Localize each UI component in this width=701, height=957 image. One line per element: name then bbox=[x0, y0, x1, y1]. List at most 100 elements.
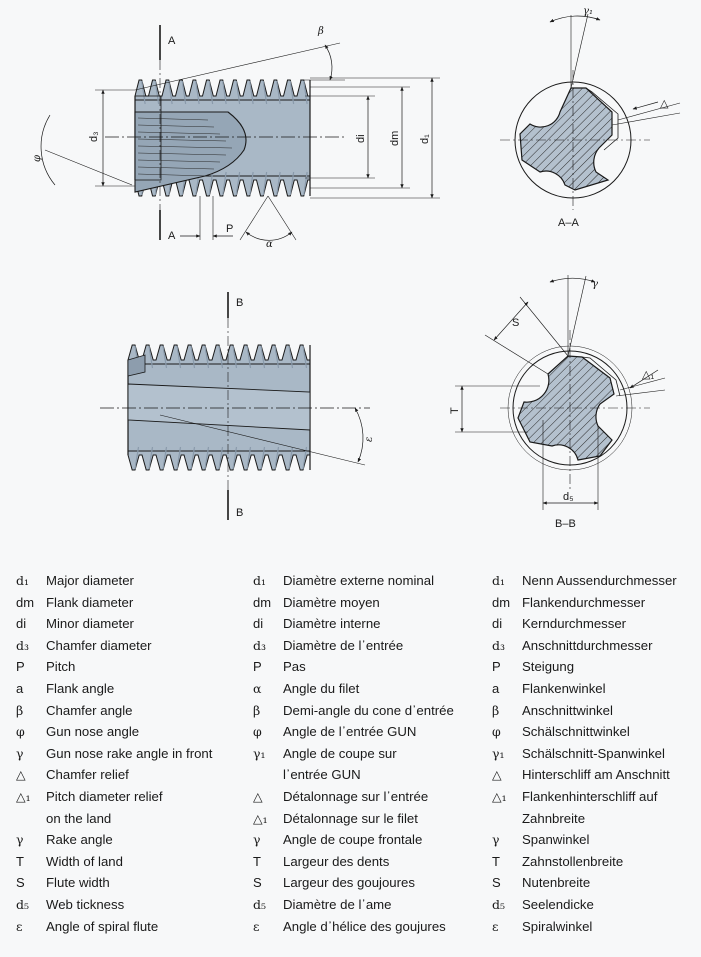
legend-text: Web tickness bbox=[46, 896, 125, 912]
label-alpha: α bbox=[266, 239, 273, 250]
legend-text: Spiralwinkel bbox=[522, 918, 593, 934]
label-p: P bbox=[226, 223, 233, 235]
legend-text: on the land bbox=[46, 810, 112, 826]
tap-side-view-b: B B ε bbox=[100, 292, 375, 520]
legend-text: Seelendicke bbox=[522, 896, 594, 912]
section-label-b-bottom: B bbox=[236, 507, 243, 519]
label-beta: β bbox=[317, 26, 324, 37]
label-delta: △ bbox=[660, 98, 669, 110]
legend-text: Angle de coupe frontale bbox=[283, 832, 423, 848]
legend-symbol: d₅ bbox=[16, 896, 30, 912]
legend-text: Largeur des dents bbox=[283, 853, 390, 869]
legend-text: Zahnbreite bbox=[522, 810, 586, 826]
legend-symbol bbox=[253, 764, 283, 786]
legend-text: Pas bbox=[283, 659, 306, 675]
legend-symbol: β bbox=[253, 702, 261, 718]
legend-text: Pitch diameter relief bbox=[46, 788, 163, 804]
legend-text: Angle de l᾽entrée GUN bbox=[283, 724, 417, 740]
legend-text: Détalonnage sur l᾽entrée bbox=[283, 788, 429, 804]
legend-text: Flank angle bbox=[46, 680, 115, 696]
label-dm: dm bbox=[389, 131, 401, 146]
legend-text: Diamètre interne bbox=[283, 616, 381, 632]
legend-text: Diamètre moyen bbox=[283, 594, 380, 610]
legend-symbol: di bbox=[492, 616, 503, 632]
label-gamma: γ bbox=[592, 279, 598, 290]
legend-text: Chamfer relief bbox=[46, 767, 129, 783]
legend-text: Kerndurchmesser bbox=[522, 616, 627, 632]
legend-row: β Demi-angle du cone d᾽entrée bbox=[253, 700, 454, 722]
legend-text: Zahnstollenbreite bbox=[522, 853, 624, 869]
label-phi: φ bbox=[32, 155, 43, 162]
legend-symbol: △₁ bbox=[16, 788, 31, 804]
legend-text: Hinterschliff am Anschnitt bbox=[522, 767, 670, 783]
legend-symbol: β bbox=[16, 702, 24, 718]
legend-symbol: a bbox=[16, 680, 24, 696]
legend-symbol: T bbox=[16, 853, 24, 869]
legend-symbol: S bbox=[16, 875, 25, 891]
legend-text: Demi-angle du cone d᾽entrée bbox=[283, 702, 454, 718]
legend-symbol: α bbox=[253, 680, 262, 696]
legend-symbol: d₁ bbox=[253, 573, 267, 588]
legend-text: Spanwinkel bbox=[522, 832, 590, 848]
legend-text: Chamfer angle bbox=[46, 702, 133, 718]
legend-symbol: S bbox=[492, 875, 501, 891]
legend-symbol bbox=[16, 808, 46, 830]
legend-text: Flank diameter bbox=[46, 594, 134, 610]
section-label-b-top: B bbox=[236, 297, 243, 309]
legend-row: △ Hinterschliff am Anschnitt bbox=[492, 764, 677, 786]
legend-symbol bbox=[492, 808, 522, 830]
legend-text: Gun nose angle bbox=[46, 724, 140, 740]
legend-symbol: T bbox=[492, 853, 500, 869]
legend-text: Major diameter bbox=[46, 573, 134, 588]
legend-text: Gun nose rake angle in front bbox=[46, 745, 213, 761]
legend-symbol: ε bbox=[253, 918, 260, 934]
section-label-bb: B–B bbox=[555, 518, 576, 530]
legend-row: △Chamfer relief bbox=[16, 764, 212, 786]
legend-symbol: △ bbox=[492, 767, 502, 783]
legend-text: Width of land bbox=[46, 853, 123, 869]
legend-symbol: P bbox=[253, 659, 262, 675]
legend-row: △₁ Pitch diameter relief bbox=[16, 786, 212, 808]
legend-symbol: ε bbox=[16, 918, 23, 934]
legend-row: Zahnbreite bbox=[492, 808, 677, 830]
legend-text: Pitch bbox=[46, 659, 76, 675]
legend-symbol: △₁ bbox=[492, 788, 507, 804]
legend-row: on the land bbox=[16, 808, 212, 830]
label-delta1: △₁ bbox=[642, 369, 654, 381]
legend-symbol: P bbox=[492, 659, 501, 675]
section-a-a-view: γ₁ △ A–A bbox=[500, 6, 681, 229]
label-s: S bbox=[512, 317, 519, 329]
legend-symbol: a bbox=[492, 680, 500, 696]
legend-text: Angle d᾽hélice des goujures bbox=[283, 918, 446, 934]
legend-text: Largeur des goujoures bbox=[283, 875, 415, 891]
legend-symbol: di bbox=[16, 616, 27, 632]
legend-symbol: γ bbox=[16, 832, 24, 848]
legend-symbol: d₃ bbox=[16, 637, 30, 653]
label-di: di bbox=[355, 134, 367, 143]
label-gamma1: γ₁ bbox=[583, 6, 593, 17]
legend-symbol: φ bbox=[253, 724, 262, 740]
legend-symbol: d₅ bbox=[253, 896, 267, 912]
